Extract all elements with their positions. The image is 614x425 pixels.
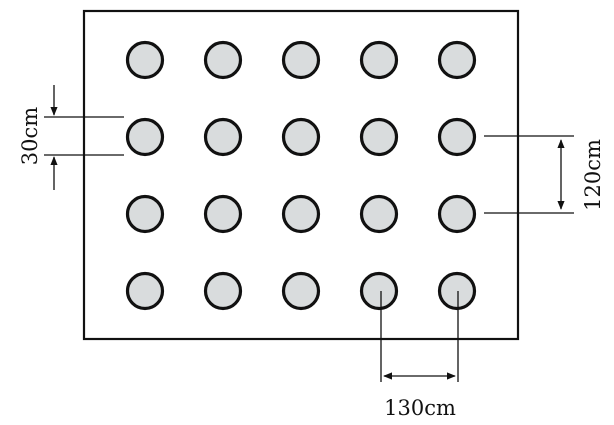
column-spacing-dimension: 130cm bbox=[380, 291, 459, 420]
row-spacing-dimension: 120cm bbox=[484, 135, 605, 214]
circle-r3-c1 bbox=[125, 194, 165, 234]
diameter-label: 30cm bbox=[18, 107, 42, 165]
circle-r3-c2 bbox=[203, 194, 243, 234]
diameter-dimension: 30cm bbox=[18, 85, 124, 190]
outer-rectangle bbox=[82, 9, 520, 341]
circle-r2-c3 bbox=[281, 117, 321, 157]
circle-grid bbox=[125, 40, 477, 311]
circle-r2-c1 bbox=[125, 117, 165, 157]
circle-r4-c3 bbox=[281, 271, 321, 311]
circle-r4-c5 bbox=[437, 271, 477, 311]
circle-r1-c3 bbox=[281, 40, 321, 80]
column-spacing-label: 130cm bbox=[384, 396, 456, 420]
circle-r1-c1 bbox=[125, 40, 165, 80]
circle-r2-c2 bbox=[203, 117, 243, 157]
circle-r1-c5 bbox=[437, 40, 477, 80]
circle-r4-c1 bbox=[125, 271, 165, 311]
circle-r1-c2 bbox=[203, 40, 243, 80]
circle-r4-c4 bbox=[359, 271, 399, 311]
circle-r2-c4 bbox=[359, 117, 399, 157]
circle-r3-c4 bbox=[359, 194, 399, 234]
row-spacing-label: 120cm bbox=[581, 139, 605, 211]
circle-r2-c5 bbox=[437, 117, 477, 157]
circle-r3-c3 bbox=[281, 194, 321, 234]
circle-r4-c2 bbox=[203, 271, 243, 311]
circle-r1-c4 bbox=[359, 40, 399, 80]
circle-r3-c5 bbox=[437, 194, 477, 234]
